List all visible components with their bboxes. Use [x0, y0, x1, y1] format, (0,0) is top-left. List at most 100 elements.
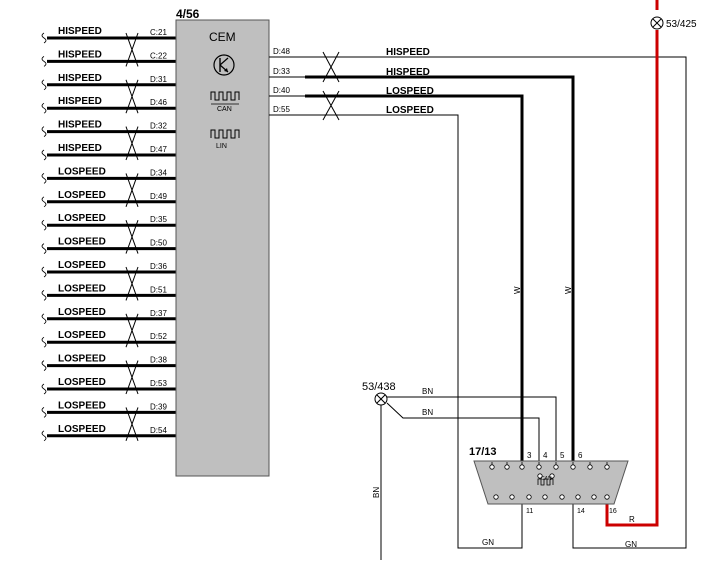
- left-pin-label: D:37: [150, 309, 167, 318]
- wire-break-mark: [41, 383, 47, 395]
- left-net-label: LOSPEED: [58, 260, 106, 271]
- left-twist-marker: [125, 313, 139, 348]
- left-net-label: HISPEED: [58, 143, 102, 154]
- connector-pin-label-4: 4: [543, 451, 548, 460]
- connector-pin: [553, 464, 559, 470]
- connector-pin: [519, 464, 525, 470]
- left-wire-9[interactable]: LOSPEED D:35: [41, 213, 176, 231]
- diagnostic-connector[interactable]: [473, 460, 629, 505]
- left-pin-label: C:21: [150, 28, 167, 37]
- left-pin-label: D:51: [150, 285, 167, 294]
- left-pin-label: D:35: [150, 215, 167, 224]
- left-twist-marker: [125, 32, 139, 67]
- cem-lin-label: LIN: [216, 143, 227, 150]
- left-net-label: HISPEED: [58, 73, 102, 84]
- left-twist-marker: [125, 407, 139, 441]
- wire-break-mark: [41, 102, 47, 114]
- right-twist-markers: [322, 51, 340, 121]
- can-bus-icon: [210, 91, 240, 105]
- wire-break-mark: [41, 32, 47, 44]
- left-wire-17[interactable]: LOSPEED D:39: [41, 400, 176, 418]
- wire-color-gn-1: GN: [482, 538, 494, 547]
- left-pin-label: D:46: [150, 98, 167, 107]
- wire-break-mark: [41, 336, 47, 348]
- connector-pin: [591, 494, 597, 500]
- left-net-label: HISPEED: [58, 120, 102, 131]
- connector-pin: [526, 494, 532, 500]
- wire-color-w-2: W: [564, 286, 573, 294]
- left-twist-marker: [125, 79, 139, 114]
- right-pin-label: D:40: [273, 86, 290, 95]
- left-net-label: HISPEED: [58, 49, 102, 60]
- ground-53-425-label: 53/425: [666, 19, 697, 30]
- left-pin-label: D:53: [150, 379, 167, 388]
- connector-pin-label-6: 6: [578, 451, 583, 460]
- power-wire-red-main[interactable]: [605, 30, 659, 527]
- left-wire-12[interactable]: LOSPEED D:51: [41, 283, 176, 301]
- right-net-label-2: HISPEED: [386, 67, 430, 78]
- wire-color-bn-1: BN: [422, 387, 433, 396]
- wire-break-mark: [41, 126, 47, 137]
- wire-break-mark: [41, 430, 47, 442]
- right-pin-label: D:48: [273, 47, 290, 56]
- ground-53-425[interactable]: [650, 16, 664, 30]
- wire-d33[interactable]: [305, 75, 575, 462]
- ground-53-438[interactable]: [374, 392, 388, 406]
- right-net-label-3: LOSPEED: [386, 86, 434, 97]
- left-wire-3[interactable]: HISPEED D:31: [41, 73, 176, 91]
- connector-pin-label-3: 3: [527, 451, 532, 460]
- connector-pin: [604, 494, 610, 500]
- connector-pin: [570, 464, 576, 470]
- left-pin-label: D:39: [150, 402, 167, 411]
- connector-pins: [489, 462, 610, 500]
- connector-pin: [509, 494, 515, 500]
- cem-module[interactable]: [175, 19, 270, 477]
- wire-d55[interactable]: [305, 114, 523, 549]
- left-twist-marker: [125, 360, 139, 395]
- right-pin-label: D:33: [273, 67, 290, 76]
- connector-id-label: 17/13: [469, 446, 497, 458]
- left-net-label: LOSPEED: [58, 354, 106, 365]
- connector-pin: [549, 473, 555, 479]
- right-net-label-4: LOSPEED: [386, 105, 434, 116]
- left-net-label: LOSPEED: [58, 283, 106, 294]
- wire-break-mark: [41, 243, 47, 254]
- left-net-label: LOSPEED: [58, 400, 106, 411]
- connector-pin-label-5: 5: [560, 451, 565, 460]
- wire-d40[interactable]: [305, 94, 524, 462]
- left-wire-11[interactable]: LOSPEED D:36: [41, 260, 176, 278]
- left-pin-label: D:36: [150, 262, 167, 271]
- left-net-label: LOSPEED: [58, 424, 106, 435]
- wire-color-bn-3: BN: [372, 487, 381, 498]
- lin-bus-icon: [210, 129, 240, 139]
- left-pin-label: D:31: [150, 75, 167, 84]
- connector-can-icon: [537, 478, 554, 486]
- cem-name-label: CEM: [209, 30, 236, 44]
- wire-break-mark: [41, 149, 47, 161]
- left-net-label: LOSPEED: [58, 213, 106, 224]
- left-net-label: LOSPEED: [58, 190, 106, 201]
- wire-break-mark: [41, 360, 47, 371]
- wire-bn-1[interactable]: [387, 396, 557, 462]
- connector-pin-label-14: 14: [577, 508, 585, 515]
- connector-pin-label-16: 16: [609, 508, 617, 515]
- wire-bn-2[interactable]: [386, 402, 540, 462]
- connector-pin: [542, 494, 548, 500]
- connector-pin: [489, 464, 495, 470]
- wire-d48[interactable]: [305, 56, 687, 549]
- wire-break-mark: [41, 56, 47, 67]
- left-net-label: LOSPEED: [58, 237, 106, 248]
